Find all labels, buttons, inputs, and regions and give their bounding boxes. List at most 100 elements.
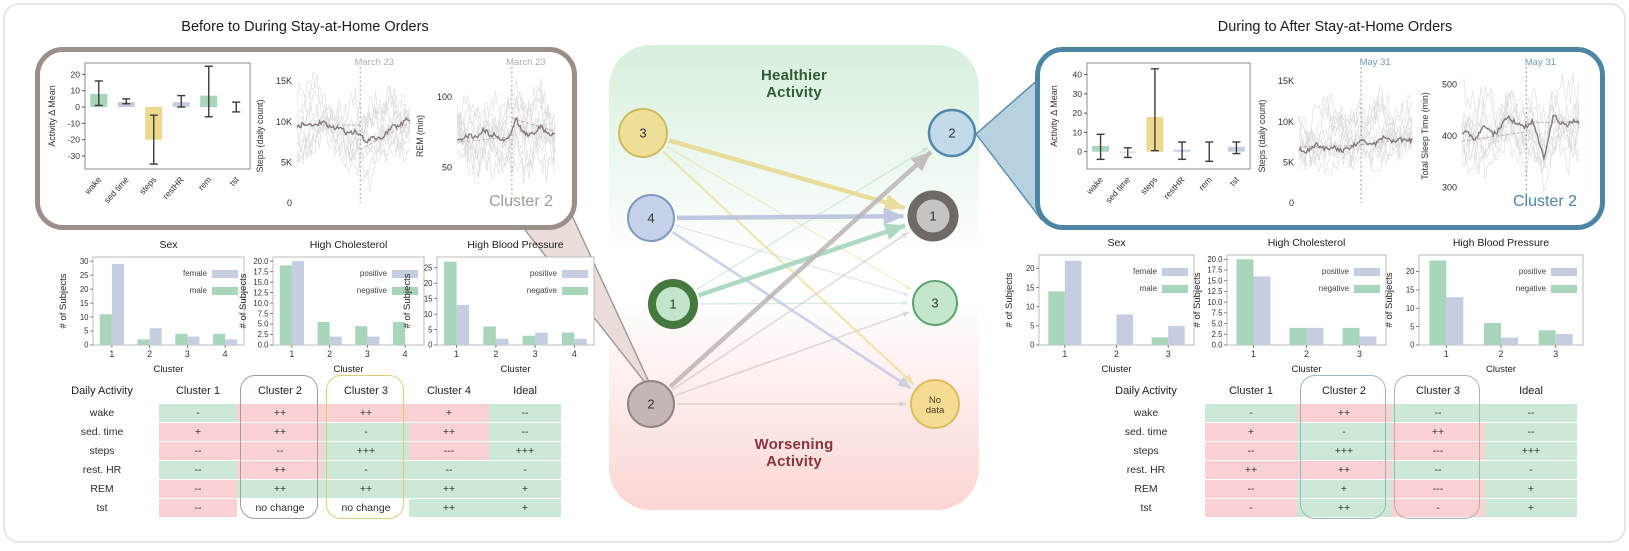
y-tick-label: 17.5	[253, 267, 269, 276]
negative-bar	[561, 332, 575, 345]
table-row: wake-++----	[1087, 404, 1577, 422]
row-label: REM	[90, 483, 114, 495]
x-tick-label: steps	[1138, 175, 1159, 197]
table-cell: +++	[323, 442, 409, 460]
y-tick-label: 12.5	[253, 288, 269, 297]
event-label: March 23	[354, 57, 394, 68]
subject-trace	[1298, 100, 1413, 162]
y-tick-label: 10.0	[253, 299, 269, 308]
row-label: tst	[96, 502, 108, 514]
subject-trace	[1461, 102, 1580, 161]
trend-line	[1298, 144, 1362, 148]
x-tick-label: rem	[196, 175, 213, 193]
y-tick-label: 7.5	[258, 309, 270, 318]
flow-panel-background: Healthier Activity Worsening Activity	[609, 45, 979, 510]
y-tick-label: -20	[68, 135, 81, 145]
legend-swatch	[212, 270, 238, 278]
table-cell: --	[1205, 442, 1297, 460]
x-tick-label: 2	[1499, 349, 1504, 359]
subject-trace	[456, 118, 556, 173]
x-tick-label: 1	[109, 349, 114, 359]
y-tick-label: 20	[71, 69, 81, 79]
table-row: REM--+++++++	[45, 480, 561, 498]
x-axis-label: Cluster	[1486, 364, 1516, 375]
legend-swatch	[562, 287, 588, 295]
y-tick-label: 5	[1410, 322, 1415, 331]
background-traces	[1298, 85, 1413, 176]
x-tick-label: rem	[1197, 175, 1214, 193]
table-cell: ---	[1391, 480, 1485, 498]
legend-label: negative	[1319, 284, 1350, 293]
y-axis-label: Activity Δ Mean	[1049, 85, 1059, 147]
left-panel-title: Before to During Stay-at-Home Orders	[181, 19, 429, 35]
table-cell: +	[1297, 480, 1391, 498]
y-tick-label: 40	[1073, 70, 1083, 80]
y-tick-label: 10K	[1278, 117, 1294, 127]
y-tick-label: 12.5	[1207, 287, 1223, 296]
legend-label: positive	[360, 269, 388, 278]
y-tick-label: 25	[80, 271, 89, 280]
legend-label: positive	[1519, 267, 1547, 276]
left-cluster-label: Cluster 2	[488, 193, 553, 210]
legend-swatch	[392, 270, 418, 278]
right-high-cholesterol-bar-chart: High Cholesterol0.02.55.07.510.012.515.0…	[1192, 237, 1387, 375]
table-cell: +++	[1485, 442, 1577, 460]
y-tick-label: 50	[442, 163, 452, 173]
table-row: steps----+++---+++	[45, 442, 561, 460]
negative-bar	[1289, 327, 1307, 345]
row-label: tst	[1140, 502, 1152, 514]
table-cell: ++	[1391, 423, 1485, 441]
y-tick-label: 0	[1410, 341, 1415, 350]
legend-swatch	[392, 287, 418, 295]
negative-bar	[444, 261, 457, 345]
table-header-cell: Ideal	[513, 385, 537, 397]
table-cell: --	[159, 461, 237, 479]
x-axis-label: Cluster	[500, 364, 530, 375]
x-tick-label: 1	[1062, 349, 1067, 359]
subject-trace	[456, 78, 556, 164]
table-cell: +	[1205, 423, 1297, 441]
y-axis-label: # of Subjects	[1384, 272, 1395, 327]
positive-bar	[1446, 297, 1464, 345]
positive-bar	[291, 261, 304, 345]
male-bar	[1048, 291, 1065, 345]
y-tick-label: 2.5	[1212, 330, 1224, 339]
table-cell: +	[1485, 499, 1577, 517]
female-bar	[1064, 260, 1082, 345]
negative-bar	[317, 321, 330, 345]
table-cell: no change	[323, 499, 409, 517]
positive-bar	[367, 336, 380, 345]
plot-frame	[84, 62, 251, 170]
male-bar	[137, 339, 150, 345]
x-tick-label: 2	[147, 349, 152, 359]
x-tick-label: 2	[1304, 349, 1309, 359]
y-tick-label: 15	[1406, 286, 1415, 295]
y-tick-label: 20	[1073, 108, 1083, 118]
y-tick-label: 0.0	[258, 341, 270, 350]
x-tick-label: restHR	[1161, 175, 1186, 201]
x-tick-label: wake	[1084, 174, 1106, 196]
legend-swatch	[1162, 285, 1188, 293]
x-tick-label: 4	[403, 349, 408, 359]
y-tick-label: 15	[424, 294, 433, 303]
negative-bar	[1484, 322, 1501, 345]
legend-swatch	[1551, 268, 1577, 276]
table-cell: ++	[1297, 461, 1391, 479]
y-tick-label: 100	[437, 92, 452, 102]
table-row: rest. HR++++---	[1087, 461, 1577, 479]
male-bar	[213, 333, 226, 345]
legend-label: negative	[527, 286, 558, 295]
x-tick-label: restHR	[161, 175, 186, 201]
x-tick-label: 4	[223, 349, 228, 359]
table-cell: ++	[237, 480, 323, 498]
y-axis-label: # of Subjects	[402, 273, 413, 328]
legend-label: negative	[357, 286, 388, 295]
y-axis-label: Steps (daily count)	[1257, 100, 1267, 173]
subject-trace	[296, 94, 411, 193]
mean-line	[1461, 114, 1580, 162]
table-cell: ++	[323, 480, 409, 498]
y-tick-label: 20	[424, 279, 433, 288]
mean-line	[456, 117, 556, 143]
